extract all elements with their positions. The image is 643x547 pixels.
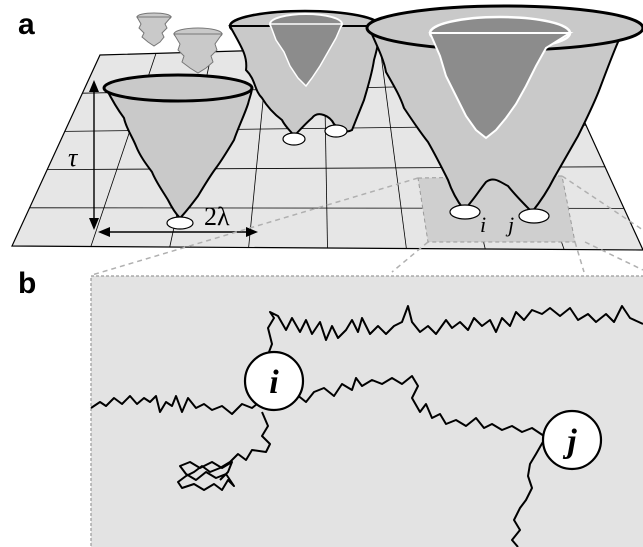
highlight-cell (418, 176, 575, 242)
panel-label-b: b (18, 267, 36, 300)
node-i: i (245, 352, 303, 410)
node-j: j (543, 411, 601, 469)
cone-small-1 (137, 13, 171, 46)
site-label-i: i (480, 212, 486, 237)
node-i-label: i (269, 364, 279, 401)
panel-label-a: a (18, 8, 35, 41)
width-label: 2λ (204, 202, 230, 231)
